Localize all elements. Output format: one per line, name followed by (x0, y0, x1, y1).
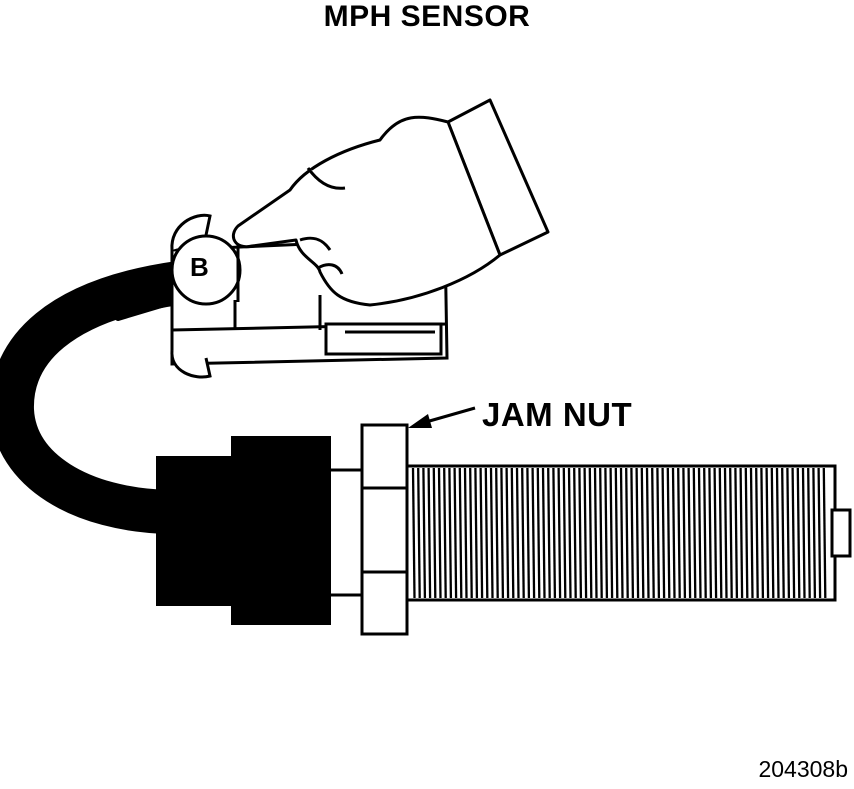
sensor-body (156, 436, 331, 625)
thread-line (656, 467, 661, 599)
thread-line (687, 467, 692, 599)
thread-line (479, 467, 484, 599)
thread-line (708, 467, 713, 599)
thread-line (625, 467, 629, 599)
thread-line (760, 467, 765, 599)
terminal-letter-label: B (190, 252, 209, 282)
thread-line (713, 467, 718, 599)
thread-line (552, 467, 557, 599)
thread-line (495, 467, 499, 599)
thread-line (432, 467, 437, 599)
sensor-cable (0, 261, 200, 534)
thread-line (666, 467, 671, 599)
thread-line (671, 467, 676, 599)
threaded-shaft (403, 464, 852, 602)
thread-line (458, 467, 463, 599)
thread-line (718, 467, 723, 599)
sensor-neck (324, 468, 366, 597)
thread-line (505, 467, 510, 599)
thread-line (557, 467, 562, 599)
thread-line (645, 467, 650, 599)
thread-line (510, 467, 515, 599)
thread-line (775, 467, 780, 599)
thread-line (521, 467, 525, 599)
figure-number: 204308b (758, 756, 848, 782)
thread-line (474, 467, 479, 599)
thread-line (448, 467, 453, 599)
thread-line (599, 467, 603, 599)
thread-line (484, 467, 489, 599)
thread-line (781, 467, 785, 599)
thread-line (677, 467, 681, 599)
thread-line (526, 467, 531, 599)
thread-line (541, 467, 546, 599)
thread-line (697, 467, 702, 599)
thread-line (807, 467, 811, 599)
thread-line (651, 467, 655, 599)
thread-line (682, 467, 687, 599)
thread-line (801, 467, 806, 599)
thread-line (417, 467, 421, 599)
thread-line (422, 467, 427, 599)
shaft-threads (411, 467, 827, 599)
thread-line (463, 467, 468, 599)
thread-line (573, 467, 577, 599)
thread-line (822, 467, 827, 599)
thread-line (729, 467, 733, 599)
thread-line (489, 467, 494, 599)
thread-line (469, 467, 473, 599)
thread-line (765, 467, 770, 599)
thread-line (578, 467, 583, 599)
thread-line (588, 467, 593, 599)
thread-line (453, 467, 458, 599)
thread-line (734, 467, 739, 599)
thread-line (427, 467, 432, 599)
thread-line (411, 467, 416, 599)
thread-line (547, 467, 551, 599)
thread-line (609, 467, 614, 599)
thread-line (531, 467, 536, 599)
thread-line (796, 467, 801, 599)
thread-line (562, 467, 567, 599)
thread-line (749, 467, 754, 599)
pointing-hand (232, 98, 550, 307)
thread-line (703, 467, 707, 599)
thread-line (583, 467, 588, 599)
thread-line (812, 467, 817, 599)
thread-line (640, 467, 645, 599)
diagram-title: MPH SENSOR (323, 0, 531, 33)
thread-line (723, 467, 728, 599)
thread-line (786, 467, 791, 599)
thread-line (567, 467, 572, 599)
thread-line (443, 467, 447, 599)
thread-line (692, 467, 697, 599)
thread-line (604, 467, 609, 599)
thread-line (515, 467, 520, 599)
thread-line (661, 467, 666, 599)
thread-line (500, 467, 505, 599)
thread-line (770, 467, 775, 599)
thread-line (536, 467, 541, 599)
jam-nut (360, 423, 409, 636)
thread-line (619, 467, 624, 599)
jam-nut-label: JAM NUT (482, 396, 633, 433)
thread-line (739, 467, 744, 599)
thread-line (437, 467, 442, 599)
thread-line (593, 467, 598, 599)
thread-line (755, 467, 759, 599)
thread-line (635, 467, 640, 599)
thread-line (630, 467, 635, 599)
jam-nut-leader (408, 406, 476, 428)
thread-line (744, 467, 749, 599)
thread-line (817, 467, 822, 599)
thread-line (614, 467, 619, 599)
thread-line (791, 467, 796, 599)
